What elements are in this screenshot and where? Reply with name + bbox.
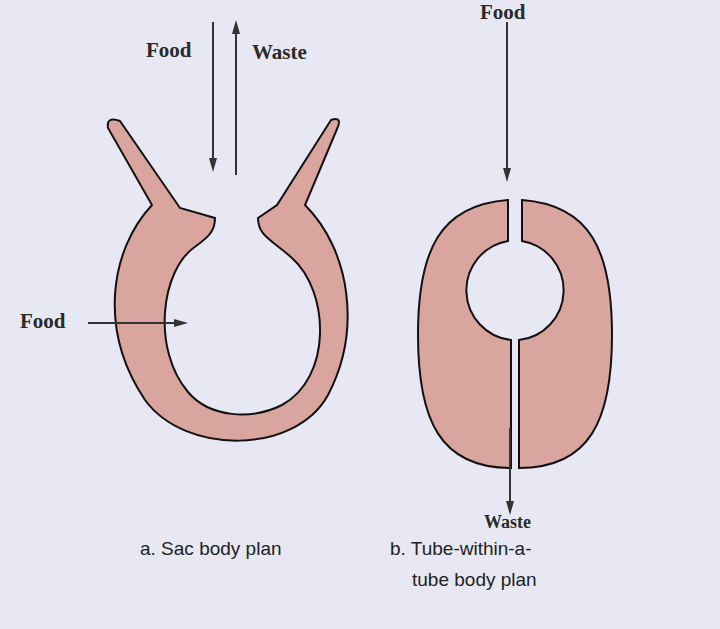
food-arrow (506, 22, 508, 170)
waste-arrow (235, 32, 237, 175)
food-arrow (212, 22, 214, 160)
figure-caption: b. Tube-within-a-tube body plan (390, 533, 562, 595)
waste-arrow (509, 428, 511, 503)
tube-body-left (418, 200, 511, 468)
arrow-head (174, 319, 188, 327)
flow-label: Food (480, 0, 526, 25)
flow-label: Food (146, 38, 192, 63)
arrow-head (503, 168, 511, 182)
arrow-head (232, 20, 240, 34)
figure-caption: a. Sac body plan (140, 533, 287, 564)
flow-label: Food (20, 309, 66, 334)
tube-body-right (519, 200, 612, 468)
sac-body (108, 119, 348, 441)
flow-label: Waste (484, 512, 531, 533)
arrow-head (209, 158, 217, 172)
food-arrow (88, 322, 176, 324)
flow-label: Waste (252, 40, 307, 65)
